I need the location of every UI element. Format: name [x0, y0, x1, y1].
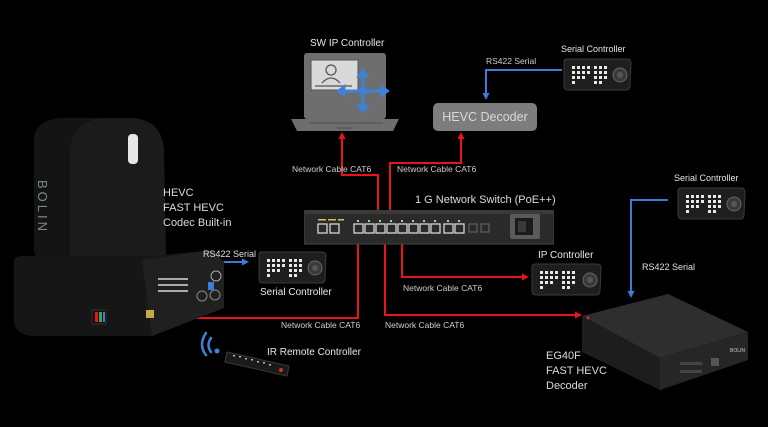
svg-text:BOLIN: BOLIN — [730, 348, 745, 354]
cable-laptop-switch — [338, 132, 382, 215]
cat6-laptop-label: Network Cable CAT6 — [292, 164, 372, 174]
network-switch-icon — [304, 210, 554, 245]
cable-hevc-decoder-switch — [386, 132, 465, 215]
move-arrows-icon — [336, 68, 390, 114]
cable-switch-camera — [152, 240, 362, 322]
cable-switch-eg40f — [381, 240, 582, 319]
serial-controller-right-icon — [677, 187, 746, 220]
bolin-ptz-camera-icon: BOLIN — [14, 118, 224, 336]
rs422-camera-label: RS422 Serial — [203, 249, 257, 259]
eg40f-desc-line-2: FAST HEVC — [546, 365, 607, 377]
wireless-signal-icon — [200, 331, 220, 357]
camera-desc: HEVC FAST HEVC Codec Built-in — [163, 186, 231, 231]
network-switch-label: 1 G Network Switch (PoE++) — [415, 194, 556, 206]
rs422-top-label: RS422 Serial — [486, 56, 537, 66]
eg40f-desc-line-1: EG40F — [546, 350, 581, 362]
camera-desc-line-3: Codec Built-in — [163, 217, 232, 229]
bolin-logo: BOLIN — [35, 180, 50, 234]
ir-remote-icon — [200, 331, 290, 377]
laptop-icon — [291, 53, 399, 131]
serial-controller-right-label: Serial Controller — [674, 173, 739, 183]
cable-switch-ip-controller — [398, 240, 529, 281]
cat6-hevc-decoder-label: Network Cable CAT6 — [397, 164, 477, 174]
hevc-decoder-box: HEVC Decoder — [433, 103, 537, 131]
cat6-eg40f-label: Network Cable CAT6 — [385, 320, 465, 330]
rs422-right-label: RS422 Serial — [642, 262, 696, 272]
eg40f-desc-line-3: Decoder — [546, 380, 588, 392]
cat6-ip-controller-label: Network Cable CAT6 — [403, 283, 483, 293]
camera-desc-line-2: FAST HEVC — [163, 202, 224, 214]
eg40f-decoder-icon: BOLIN — [582, 294, 748, 390]
serial-controller-camera-icon — [258, 251, 327, 284]
eg40f-desc: EG40F FAST HEVC Decoder — [546, 349, 607, 394]
hevc-decoder-label: HEVC Decoder — [442, 110, 528, 124]
serial-controller-top-label: Serial Controller — [561, 44, 626, 54]
ip-controller-label: IP Controller — [538, 250, 594, 261]
serial-controller-camera-label: Serial Controller — [260, 287, 332, 298]
serial-right — [627, 199, 668, 298]
sw-ip-controller-label: SW IP Controller — [310, 38, 385, 49]
cat6-camera-label: Network Cable CAT6 — [281, 320, 361, 330]
camera-desc-line-1: HEVC — [163, 187, 194, 199]
serial-top — [482, 69, 562, 100]
ir-remote-label: IR Remote Controller — [267, 347, 361, 358]
ip-controller-icon — [531, 263, 602, 296]
serial-controller-top-icon — [563, 58, 632, 91]
